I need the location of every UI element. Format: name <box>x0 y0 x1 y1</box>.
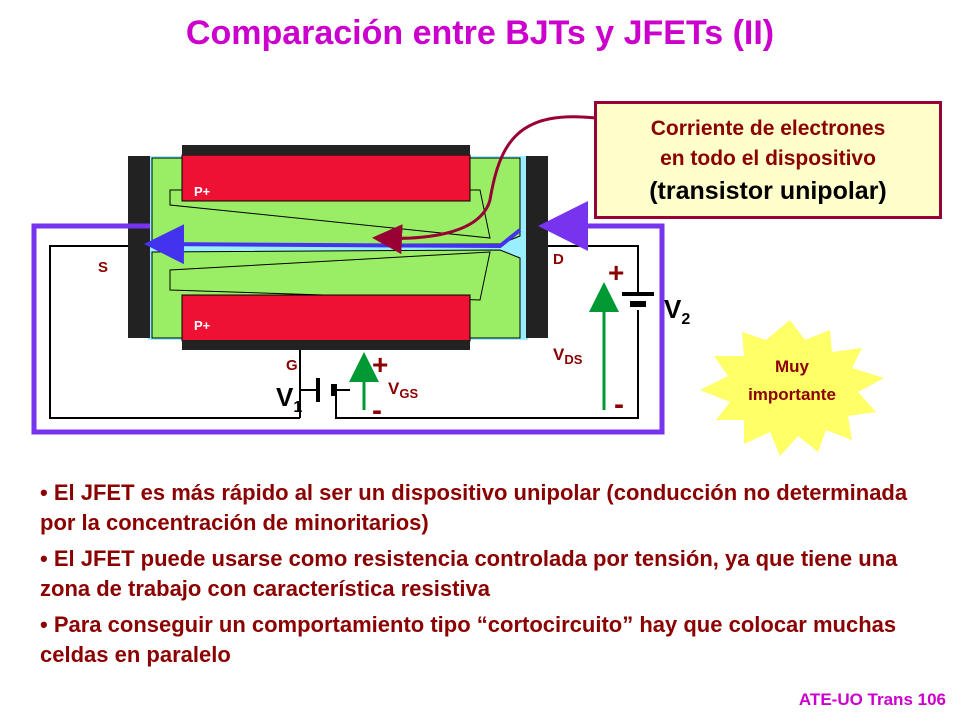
circuit-wire <box>49 245 300 419</box>
circuit-wire-v1 <box>335 310 639 419</box>
p-region-bottom <box>181 294 471 342</box>
p-region-top <box>181 154 471 202</box>
vgs-plus: + <box>372 349 388 380</box>
callout-pointer <box>372 115 597 255</box>
source-contact <box>128 156 150 338</box>
v2-label: V2 <box>664 294 690 328</box>
source-label: S <box>98 259 108 276</box>
page-title: Comparación entre BJTs y JFETs (II) <box>185 14 775 52</box>
p-bottom-label: P+ <box>194 318 211 333</box>
importance-badge <box>700 320 884 456</box>
bullet-item: • El JFET puede usarse como resistencia … <box>40 546 898 601</box>
bullet-list: • El JFET es más rápido al ser un dispos… <box>40 478 920 676</box>
gate-contact-top <box>182 145 470 155</box>
v1-label: V1 <box>276 382 302 416</box>
drain-contact <box>526 156 548 338</box>
vds-plus: + <box>608 257 624 288</box>
electron-flow-arrow <box>144 224 522 265</box>
gate-contact-bottom <box>182 340 470 350</box>
callout-line1: Corriente de electrones <box>650 117 886 140</box>
drain-label: D <box>553 251 564 268</box>
electron-path-loop <box>31 201 665 435</box>
badge-line2: importante <box>748 385 836 404</box>
vds-label: VDS <box>553 345 583 367</box>
p-top-label: P+ <box>194 184 211 199</box>
callout-box: Corriente de electrones en todo el dispo… <box>594 101 942 219</box>
callout-line2: en todo el dispositivo <box>660 147 876 170</box>
callout-line3: (transistor unipolar) <box>649 177 887 205</box>
badge-line1: Muy <box>775 357 810 376</box>
gate-label: G <box>286 357 298 374</box>
bullet-item: • El JFET es más rápido al ser un dispos… <box>40 480 908 535</box>
slide-footer: ATE-UO Trans 106 <box>798 690 946 709</box>
bullet-item: • Para conseguir un comportamiento tipo … <box>40 612 897 667</box>
vgs-minus: - <box>372 394 382 427</box>
vds-minus: - <box>614 388 624 421</box>
vgs-label: VGS <box>388 379 418 401</box>
